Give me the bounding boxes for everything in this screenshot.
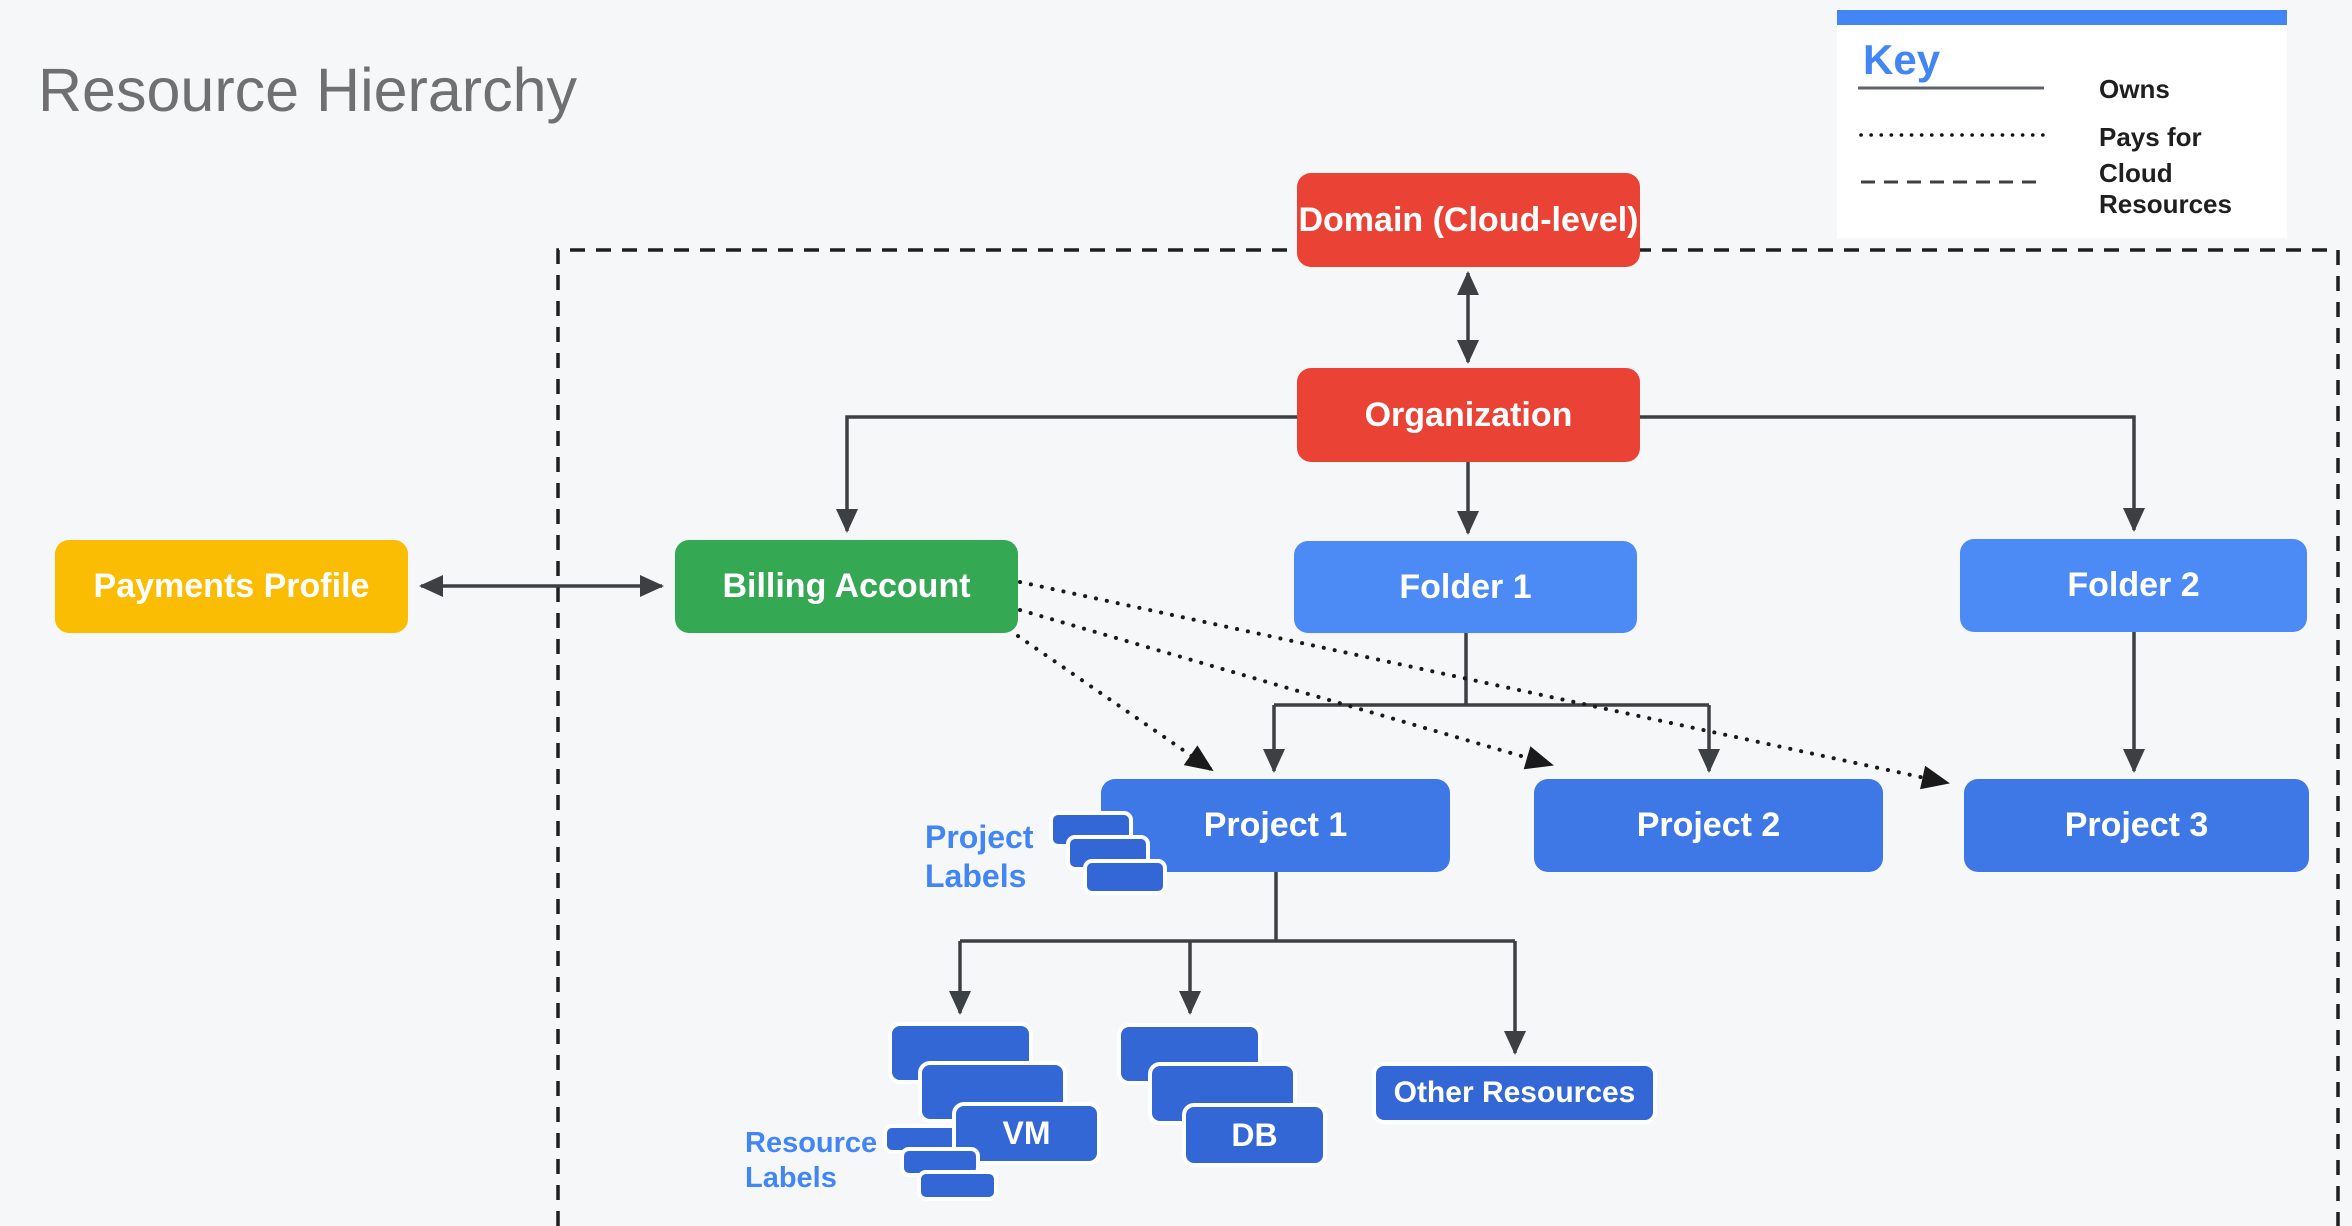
node-billing-account: Billing Account xyxy=(675,540,1018,633)
arrow-organization-folder2 xyxy=(1640,415,2145,532)
node-project-2: Project 2 xyxy=(1534,779,1883,872)
project1-branch xyxy=(960,872,1515,943)
node-project-3: Project 3 xyxy=(1964,779,2309,872)
legend-label-pays-for: Pays for xyxy=(2099,122,2202,152)
arrow-organization-billing xyxy=(836,415,1297,533)
legend-label-owns: Owns xyxy=(2099,74,2170,104)
dotted-arrow-billing-project2 xyxy=(1018,608,1554,770)
page-title: Resource Hierarchy xyxy=(38,56,578,124)
node-folder-2: Folder 2 xyxy=(1960,539,2307,632)
node-project-1: Project 1 xyxy=(1101,779,1450,872)
node-folder-1: Folder 1 xyxy=(1294,541,1637,633)
legend-box: Key Owns Pays for Cloud Resources xyxy=(1837,10,2287,238)
legend-line-samples xyxy=(1858,86,2051,184)
project-label-card-2 xyxy=(1066,835,1150,871)
legend-header-bar xyxy=(1837,10,2287,25)
db-stack-card-front: DB xyxy=(1182,1103,1327,1167)
node-organization: Organization xyxy=(1297,368,1640,462)
project-label-card-3 xyxy=(1083,859,1167,895)
project-labels-caption: Project Labels xyxy=(925,819,1034,894)
resource-labels-caption: Resource Labels xyxy=(745,1127,878,1194)
node-other-resources: Other Resources xyxy=(1372,1062,1657,1124)
legend-title: Key xyxy=(1863,36,1941,83)
dotted-arrow-billing-project1 xyxy=(1016,634,1214,772)
legend-label-cloud-resources: Cloud Resources xyxy=(2099,158,2232,219)
folder1-branch xyxy=(1274,633,1709,707)
resource-label-card-3 xyxy=(917,1170,998,1201)
node-payments-profile: Payments Profile xyxy=(55,540,408,633)
node-domain: Domain (Cloud-level) xyxy=(1297,173,1640,267)
